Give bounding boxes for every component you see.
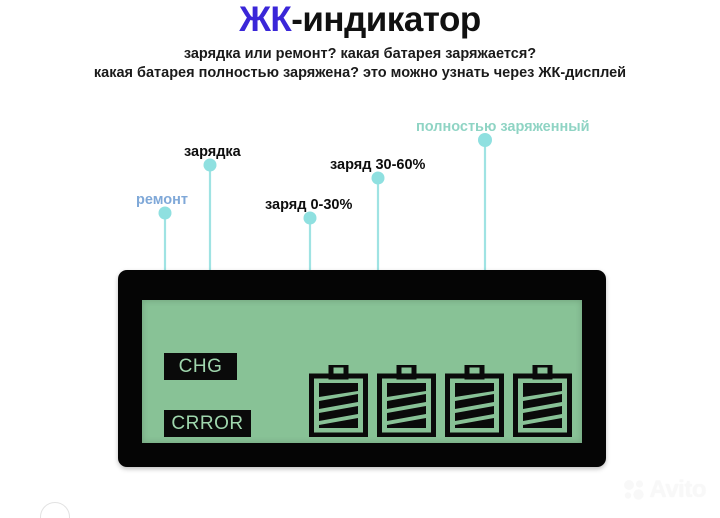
callout-label-charge-30-60: заряд 30-60%: [330, 157, 426, 173]
callout-label-charging: зарядка: [184, 144, 241, 160]
avito-logo-icon: [624, 480, 645, 500]
pointer-dot-charge-0-30-top: [303, 211, 317, 225]
page-subtitle: зарядка или ремонт? какая батарея заряжа…: [0, 45, 720, 83]
pointer-dot-charge-30-60-top: [371, 171, 385, 185]
battery-icon-3: [445, 365, 504, 437]
status-indicator-error: CRROR: [164, 410, 251, 437]
battery-icon-1: [309, 365, 368, 437]
avito-watermark: Avito: [623, 476, 706, 504]
page-subtitle-line-2: какая батарея полностью заряжена? это мо…: [93, 65, 627, 81]
pointer-dot-charging-top: [203, 158, 217, 172]
lcd-screen: CHG CRROR: [142, 300, 582, 443]
lcd-module: CHG CRROR: [118, 270, 606, 467]
page-title: ЖК-индикатор: [0, 0, 720, 40]
page-title-rest: -индикатор: [291, 0, 481, 39]
battery-icon-2: [377, 365, 436, 437]
page-subtitle-line-1: зарядка или ремонт? какая батарея заряжа…: [183, 46, 537, 62]
pointer-dot-repair-top: [158, 206, 172, 220]
pointer-dot-full-charge-top: [478, 133, 492, 147]
battery-icon-4: [513, 365, 572, 437]
page-title-accent: ЖК: [239, 0, 292, 39]
callout-label-full-charge: полностью заряженный: [416, 119, 590, 135]
callout-label-repair: ремонт: [136, 192, 188, 208]
avito-wordmark: Avito: [649, 476, 706, 503]
callout-label-charge-0-30: заряд 0-30%: [265, 197, 353, 213]
corner-arc-decoration: [40, 502, 70, 518]
status-indicator-chg: CHG: [164, 353, 237, 380]
